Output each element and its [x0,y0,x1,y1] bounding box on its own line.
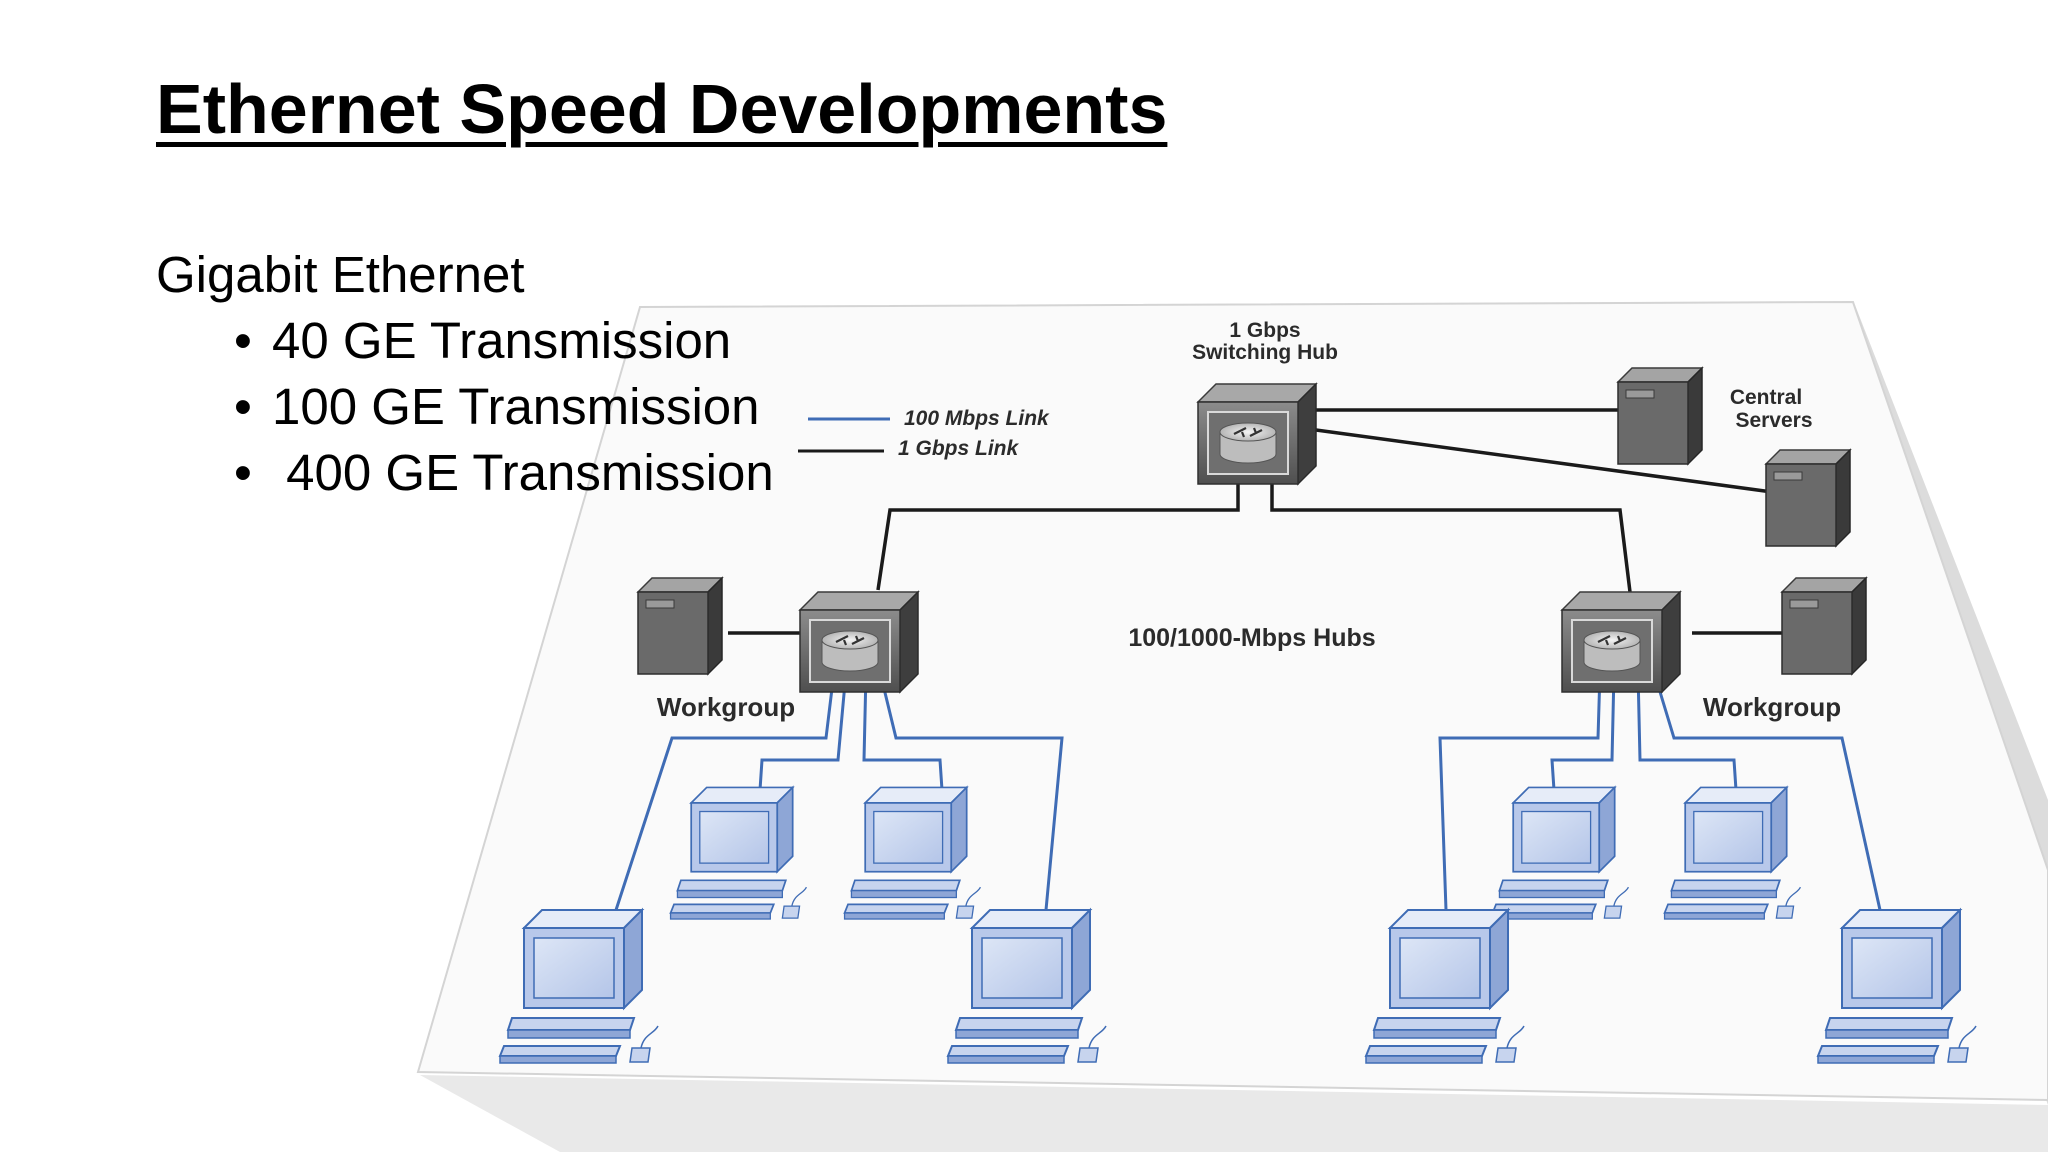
hub-left-icon [798,590,920,694]
workgroup-left-label: Workgroup [657,692,795,722]
legend-100mbps-label: 100 Mbps Link [904,407,1050,430]
diagram-board [416,300,2048,1102]
central-server-icon [1617,367,1703,465]
content-block: Gigabit Ethernet • 40 GE Transmission • 10… [156,242,774,506]
bullet-text: 100 GE Transmission [272,378,760,435]
bullet-text: 40 GE Transmission [272,312,732,369]
bullet-dot-icon: • [234,444,252,501]
workgroup-left-links [614,671,1064,911]
workgroup-right-label: Workgroup [1703,692,1841,722]
legend-1gbps-label: 1 Gbps Link [898,437,1020,460]
bullet-list: • 40 GE Transmission • 100 GE Transmission… [156,308,774,506]
central-server-icon [1765,449,1851,547]
bullet-dot-icon: • [234,378,252,435]
switching-hub-label: Switching Hub [1192,341,1338,364]
bullet-item: • 400 GE Transmission [234,440,774,506]
slide-title: Ethernet Speed Developments [156,70,1168,148]
bullet-item: • 100 GE Transmission [234,374,774,440]
central-servers-label: Servers [1735,409,1812,432]
workgroup-right-server-icon [1781,577,1867,675]
bullet-text: 400 GE Transmission [286,444,774,501]
workgroup-right-links [1438,671,1882,911]
content-heading: Gigabit Ethernet [156,246,525,303]
backbone-links [728,408,1786,635]
workgroup-left-server-icon [637,577,723,675]
hubs-label: 100/1000-Mbps Hubs [1128,624,1375,652]
switching-hub-icon [1196,382,1318,486]
bullet-item: • 40 GE Transmission [234,308,774,374]
central-servers-label: Central [1730,386,1802,409]
hub-right-icon [1560,590,1682,694]
bullet-dot-icon: • [234,312,252,369]
switching-hub-label: 1 Gbps [1229,319,1300,342]
